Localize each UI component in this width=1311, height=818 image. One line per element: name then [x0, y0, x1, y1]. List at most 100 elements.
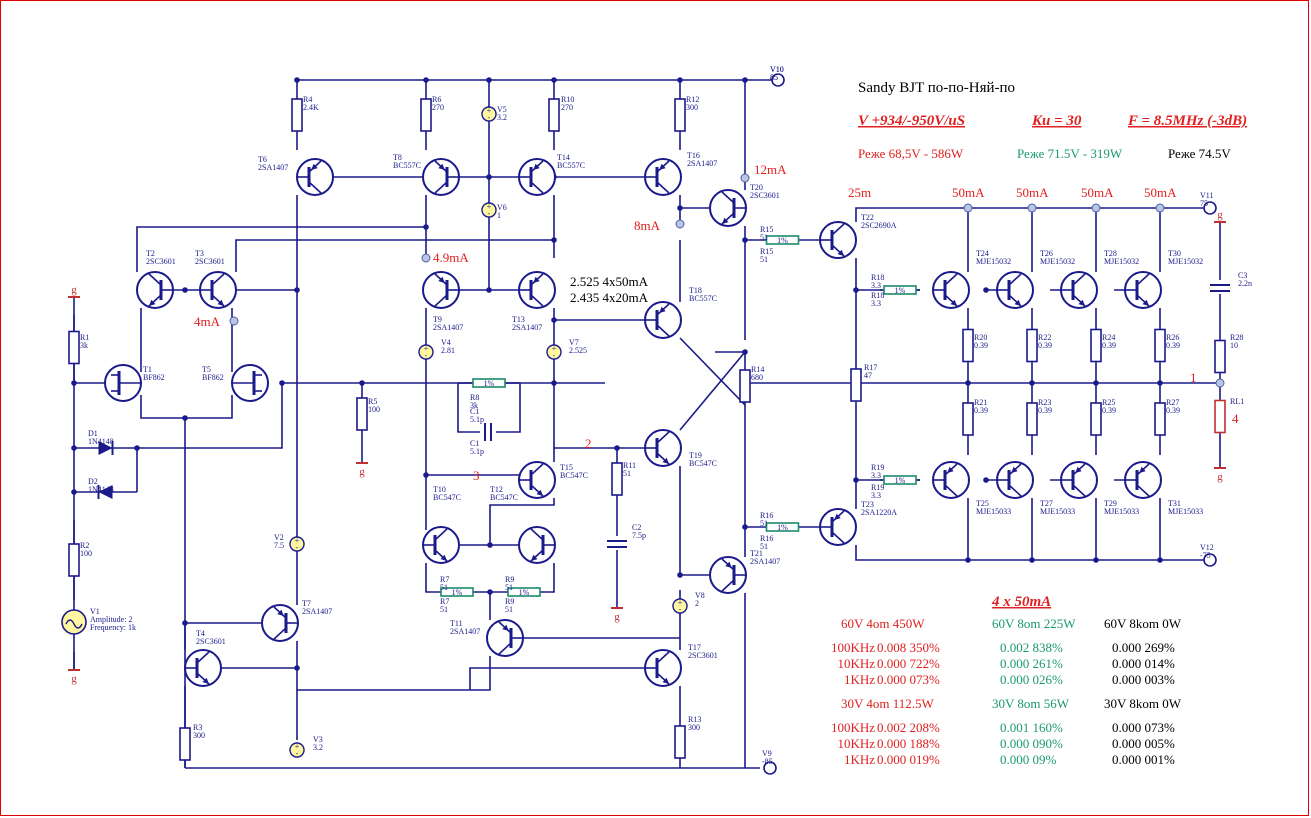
- r15-label: R15: [760, 225, 773, 234]
- ground-label: g: [359, 466, 365, 478]
- ground-label: g: [1217, 471, 1223, 483]
- t26-transistor: [996, 271, 1034, 309]
- r18-label: 3.3: [871, 281, 881, 290]
- r3-label: R3: [193, 723, 202, 732]
- g2-col1: 30V 4om 112.5W: [841, 696, 935, 711]
- r16-label: 51: [760, 519, 768, 528]
- tolerance-label: 1%: [519, 588, 530, 597]
- r10-resistor: [548, 98, 560, 132]
- t19-label: BC547C: [689, 459, 717, 468]
- t10-label: T10: [433, 485, 446, 494]
- v4-source: [418, 344, 434, 360]
- r8-label: 3k: [470, 401, 478, 410]
- d2-label: 1N4148: [88, 485, 114, 494]
- r4-resistor: [291, 98, 303, 132]
- r27-label: R27: [1166, 398, 1179, 407]
- note-4ma: 4mA: [194, 314, 221, 329]
- v1-sine-source: [61, 609, 87, 635]
- c3-label: 2.2n: [1238, 279, 1252, 288]
- junction: [1093, 557, 1099, 563]
- r14-label: R14: [751, 365, 764, 374]
- r9-label: R9: [505, 575, 514, 584]
- r25-label: R25: [1102, 398, 1115, 407]
- ground-label: g: [1217, 209, 1223, 221]
- r23-resistor: [1026, 402, 1038, 436]
- table-freq-cell: 10KHz: [837, 656, 875, 671]
- r26-label: R26: [1166, 333, 1179, 342]
- t6-transistor: [296, 158, 334, 196]
- junction: [487, 542, 493, 548]
- sine-icon: [65, 619, 83, 629]
- plus-sign: +: [295, 536, 300, 545]
- t28-label: MJE15032: [1104, 257, 1139, 266]
- ground-label: g: [71, 673, 77, 685]
- probe-point: [675, 219, 685, 229]
- v2-label: V2: [274, 533, 284, 542]
- d2-diode: [98, 485, 113, 499]
- r12-label: R12: [686, 95, 699, 104]
- r8-resistor: [472, 378, 506, 388]
- t13-transistor: [518, 271, 556, 309]
- t1-label: BF862: [143, 373, 165, 382]
- r9-resistor: [507, 587, 541, 597]
- note-out-1: 50mA: [952, 185, 985, 200]
- t20-transistor: [709, 189, 747, 227]
- v5-label: 3.2: [497, 113, 507, 122]
- t23-label: T23: [861, 500, 874, 509]
- r24-resistor: [1090, 328, 1102, 363]
- probe-point: [1027, 203, 1037, 213]
- v7-label: 2.525: [569, 346, 587, 355]
- plus-sign: +: [552, 344, 557, 353]
- table-value-cell: 0.000 073%: [1112, 720, 1175, 735]
- r16-resistor: [765, 522, 800, 532]
- t8-transistor: [422, 158, 460, 196]
- v11-port: [1203, 201, 1217, 215]
- junction: [279, 380, 285, 386]
- tolerance-label: 1%: [484, 379, 495, 388]
- t26-label: MJE15032: [1040, 257, 1075, 266]
- note-12ma: 12mA: [754, 162, 787, 177]
- t22-label: 2SC2690A: [861, 221, 897, 230]
- g1-col1: 60V 4om 450W: [841, 616, 925, 631]
- r25-resistor: [1090, 402, 1102, 436]
- r12-label: 300: [686, 103, 698, 112]
- r18-label: R18: [871, 291, 884, 300]
- r18-resistor: [883, 285, 917, 295]
- c1-label: C1: [470, 439, 479, 448]
- r7-label: R7: [440, 597, 449, 606]
- t22-label: T22: [861, 213, 874, 222]
- v10-port: [771, 73, 785, 87]
- table-value-cell: 0.002 838%: [1000, 640, 1063, 655]
- note-8ma: 8mA: [634, 218, 661, 233]
- table-value-cell: 0.001 160%: [1000, 720, 1063, 735]
- table-header: 4 x 50mA: [991, 594, 1051, 610]
- mode-1: Реже 68,5V - 586W: [858, 146, 964, 161]
- r9-label: 51: [505, 605, 513, 614]
- r15-label: 51: [760, 233, 768, 242]
- table-value-cell: 0.000 026%: [1000, 672, 1063, 687]
- r22-label: 0.39: [1038, 341, 1052, 350]
- tolerance-label: 1%: [895, 286, 906, 295]
- r20-label: R20: [974, 333, 987, 342]
- v4-label: 2.81: [441, 346, 455, 355]
- wire: [136, 226, 426, 272]
- r3-resistor: [179, 727, 191, 761]
- ground-label: g: [71, 284, 77, 296]
- t16-transistor: [644, 158, 682, 196]
- d1-diode: [98, 441, 113, 455]
- g1-col3: 60V 8kom 0W: [1104, 616, 1182, 631]
- t25-label: T25: [976, 499, 989, 508]
- spec-slew: V +934/-950V/uS: [858, 113, 965, 129]
- table-value-cell: 0.000 073%: [877, 672, 940, 687]
- r12-resistor: [674, 98, 686, 132]
- plus-sign: +: [487, 202, 492, 211]
- net-1: 1: [1190, 370, 1197, 385]
- g2-col2: 30V 8om 56W: [992, 696, 1070, 711]
- r13-resistor: [674, 725, 686, 759]
- r3-label: 300: [193, 731, 205, 740]
- t29-label: T29: [1104, 499, 1117, 508]
- junction: [677, 205, 683, 211]
- v3-source: [289, 742, 305, 758]
- minus-sign: -: [296, 749, 299, 758]
- t14-label: BC557C: [557, 161, 585, 170]
